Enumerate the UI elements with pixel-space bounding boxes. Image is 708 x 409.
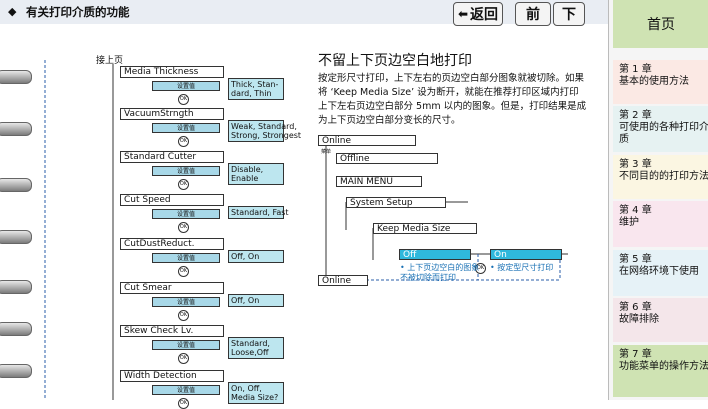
chapter-number: 第 2 章 — [619, 110, 652, 121]
menu-item-name: Width Detection — [120, 370, 224, 382]
binder-ring-icon — [0, 178, 32, 192]
chapter-title: 不同目的的打印方法 — [619, 171, 708, 182]
back-arrow-icon: ⬅ — [457, 7, 469, 21]
menu-item-name: CutDustReduct. — [120, 238, 224, 250]
back-button[interactable]: ⬅ 返回 — [453, 2, 503, 26]
chapter-number: 第 4 章 — [619, 205, 652, 216]
chapter-link[interactable]: 第 6 章故障排除 — [613, 298, 708, 342]
system-setup-box: System Setup — [346, 197, 446, 208]
prev-button[interactable]: 前 — [515, 2, 551, 26]
section-title: 不留上下页边空白地打印 — [318, 53, 472, 69]
chapter-title: 故障排除 — [619, 314, 659, 325]
back-label: 返回 — [470, 7, 499, 23]
ok-button-icon: OK — [178, 266, 189, 277]
set-value-box: 设置值 — [152, 297, 220, 307]
binder-ring-icon — [0, 70, 32, 84]
binder-ring-icon — [0, 122, 32, 136]
ok-button-icon: OK — [178, 94, 189, 105]
chapter-title: 可使用的各种打印介质 — [619, 122, 708, 145]
continued-label: 接上页 — [96, 56, 124, 66]
next-button[interactable]: 下 — [553, 2, 585, 26]
option-values: Weak, Standard, Strong, Strongest — [228, 120, 301, 142]
menu-item-name: VacuumStrngth — [120, 108, 224, 120]
online-return-box: Online — [318, 275, 368, 286]
ok-button-icon: OK — [475, 263, 486, 274]
menu-item-name: Media Thickness — [120, 66, 224, 78]
chapter-number: 第 6 章 — [619, 302, 652, 313]
page-header: ◆ 有关打印介质的功能 — [0, 0, 608, 24]
set-value-box: 设置值 — [152, 81, 220, 91]
chapter-link[interactable]: 第 4 章维护 — [613, 201, 708, 247]
menu-item-name: Standard Cutter — [120, 151, 224, 163]
menu-item-name: Cut Speed — [120, 194, 224, 206]
chapter-title: 基本的使用方法 — [619, 76, 689, 87]
chapter-title: 在网络环境下使用 — [619, 266, 699, 277]
set-value-box: 设置值 — [152, 253, 220, 263]
bullet-icon: ◆ — [8, 5, 17, 18]
chapter-title: 功能菜单的操作方法 — [619, 361, 708, 372]
left-flow-lines — [44, 60, 114, 400]
chapter-link[interactable]: 第 2 章可使用的各种打印介质 — [613, 106, 708, 152]
online-box: Online — [318, 135, 416, 146]
ok-button-icon: OK — [178, 222, 189, 233]
set-value-box: 设置值 — [152, 385, 220, 395]
binder-ring-icon — [0, 230, 32, 244]
main-menu-box: MAIN MENU — [336, 176, 422, 187]
option-values: Standard, Fast — [228, 206, 289, 219]
chapter-number: 第 7 章 — [619, 349, 652, 360]
set-value-box: 设置值 — [152, 340, 220, 350]
offline-box: Offline — [336, 153, 438, 164]
chapter-link[interactable]: 第 3 章不同目的的打印方法 — [613, 155, 708, 199]
chapter-number: 第 1 章 — [619, 64, 652, 75]
keep-media-size-box: Keep Media Size — [373, 223, 477, 234]
chapter-sidebar: 首页 第 1 章基本的使用方法第 2 章可使用的各种打印介质第 3 章不同目的的… — [608, 0, 708, 400]
binder-ring-icon — [0, 280, 32, 294]
home-button[interactable]: 首页 — [613, 0, 708, 48]
ok-button-icon: OK — [178, 353, 189, 364]
section-paragraph: 按定形尺寸打印，上下左右的页边空白部分图象就被切除。如果将 ‘Keep Medi… — [318, 73, 587, 126]
chapter-number: 第 5 章 — [619, 254, 652, 265]
chapter-link[interactable]: 第 1 章基本的使用方法 — [613, 60, 708, 104]
option-values: Off, On — [228, 294, 284, 307]
menu-key-label: 菜单 — [321, 149, 332, 155]
menu-item-name: Skew Check Lv. — [120, 325, 224, 337]
ok-button-icon: OK — [178, 136, 189, 147]
ok-button-icon: OK — [178, 179, 189, 190]
set-value-box: 设置值 — [152, 166, 220, 176]
option-values: Thick, Stan- dard, Thin — [228, 78, 284, 100]
option-values: On, Off, Media Size? — [228, 382, 284, 404]
binder-ring-icon — [0, 322, 32, 336]
off-option[interactable]: Off — [399, 249, 471, 260]
chapter-title: 维护 — [619, 217, 639, 228]
off-note: • 上下页边空白的图象 不被切除而打印 — [400, 263, 480, 282]
option-values: Disable, Enable — [228, 163, 284, 185]
on-option[interactable]: On — [490, 249, 562, 260]
menu-item-name: Cut Smear — [120, 282, 224, 294]
chapter-number: 第 3 章 — [619, 159, 652, 170]
binder-ring-icon — [0, 364, 32, 378]
option-values: Off, On — [228, 250, 284, 263]
set-value-box: 设置值 — [152, 123, 220, 133]
option-values: Standard, Loose,Off — [228, 337, 284, 359]
next-label: 下 — [562, 7, 576, 23]
chapter-link[interactable]: 第 7 章功能菜单的操作方法 — [613, 345, 708, 397]
on-note: • 按定型尺寸打印 — [490, 263, 554, 272]
ok-button-icon: OK — [178, 310, 189, 321]
chapter-link[interactable]: 第 5 章在网络环境下使用 — [613, 250, 708, 296]
page-title: 有关打印介质的功能 — [26, 5, 130, 19]
prev-label: 前 — [526, 7, 540, 23]
set-value-box: 设置值 — [152, 209, 220, 219]
